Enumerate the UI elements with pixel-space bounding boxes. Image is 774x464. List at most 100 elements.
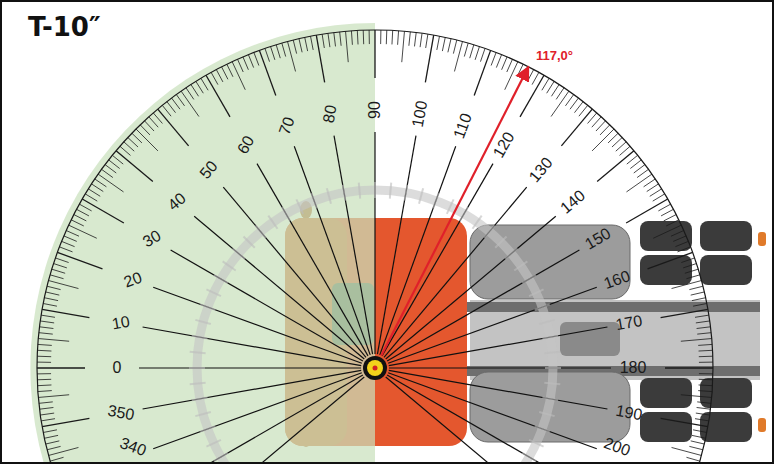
scale-tick: [186, 88, 194, 100]
rear-light: [758, 232, 766, 246]
scale-tick: [507, 59, 513, 72]
scale-tick: [92, 184, 104, 192]
scale-tick: [697, 402, 711, 403]
scale-tick: [699, 384, 713, 386]
scale-tick: [597, 151, 634, 182]
scale-tick: [616, 142, 626, 151]
ring-tick: [189, 367, 205, 369]
scale-tick: [59, 247, 72, 252]
scale-tick: [672, 447, 702, 455]
scale-tick: [502, 57, 507, 70]
scale-tick: [391, 30, 393, 44]
ring-tick: [200, 426, 215, 431]
ring-tick: [268, 216, 277, 229]
scale-tick: [43, 430, 57, 433]
scale-tick: [677, 247, 690, 252]
scale-tick: [85, 194, 97, 201]
radial-line: [143, 370, 362, 409]
scale-tick: [40, 321, 54, 323]
angle-pointer: [381, 67, 528, 356]
scale-tick: [425, 35, 433, 82]
scale-tick: [697, 327, 711, 329]
scale-tick: [238, 59, 244, 72]
ring-tick: [495, 236, 506, 247]
scale-tick: [112, 155, 123, 164]
scale-tick: [681, 258, 694, 263]
scale-tick: [116, 151, 153, 182]
scale-number: 0: [113, 360, 122, 376]
hub-ring: [363, 356, 387, 380]
scale-tick: [109, 160, 120, 169]
scale-tick: [547, 81, 554, 93]
scale-tick: [216, 70, 223, 82]
inner-ticks: [189, 182, 561, 464]
ring-tick: [433, 193, 438, 208]
scale-tick: [211, 72, 218, 84]
ring-tick: [374, 182, 376, 198]
radial-line: [334, 136, 373, 355]
scale-tick: [464, 43, 468, 56]
scale-tick: [38, 339, 69, 342]
radial-line: [143, 327, 362, 366]
ring-tick: [192, 336, 208, 339]
scale-tick: [470, 45, 474, 58]
frame-rail: [460, 302, 760, 312]
scale-tick: [579, 105, 588, 116]
ring-tick: [359, 183, 360, 199]
scale-tick: [82, 199, 124, 223]
scale-tick: [520, 75, 544, 117]
scale-number: 10: [111, 314, 131, 333]
scale-tick: [55, 258, 68, 263]
scale-tick: [311, 36, 314, 50]
scale-tick: [693, 430, 707, 433]
title: T-10″: [28, 14, 101, 40]
radial-line: [139, 367, 361, 368]
scale-tick: [38, 344, 52, 346]
scale-tick: [132, 133, 142, 143]
scale-tick: [689, 446, 703, 449]
scale-tick: [74, 215, 86, 221]
scale-tick: [265, 48, 270, 61]
scale-tick: [243, 57, 248, 70]
scale-tick: [181, 91, 199, 116]
scale-tick: [98, 174, 123, 192]
ring-tick: [529, 289, 544, 296]
scale-tick: [271, 47, 275, 60]
scale-tick: [49, 281, 79, 289]
scale-tick: [588, 113, 597, 124]
radial-line: [377, 136, 416, 355]
scale-tick: [37, 384, 51, 386]
radial-line: [389, 367, 611, 368]
tire: [640, 221, 692, 251]
scale-tick: [592, 117, 601, 127]
scale-number: 100: [410, 99, 430, 128]
ring-tick: [419, 188, 423, 203]
radial-line: [171, 250, 363, 361]
radial-line: [294, 146, 370, 355]
scale-tick: [44, 298, 58, 301]
scale-tick: [254, 52, 259, 65]
rear-light: [758, 418, 766, 432]
ring-tick: [460, 207, 468, 221]
scale-tick: [699, 373, 713, 374]
scale-tick: [426, 34, 428, 48]
scale-tick: [346, 31, 349, 62]
radial-line: [171, 375, 363, 464]
ring-tick: [214, 275, 228, 283]
scale-tick: [453, 40, 456, 54]
scale-tick: [276, 45, 280, 58]
scale-tick: [153, 113, 162, 124]
scale-tick: [695, 315, 709, 317]
scale-tick: [50, 457, 63, 461]
scale-tick: [50, 275, 63, 279]
scale-tick: [227, 64, 233, 77]
scale-tick: [42, 309, 89, 317]
outer-arc: [37, 30, 713, 464]
scale-tick: [222, 67, 228, 79]
scale-tick: [41, 315, 55, 317]
scale-tick: [551, 85, 559, 97]
scale-tick: [653, 194, 665, 201]
scale-tick: [686, 457, 699, 461]
